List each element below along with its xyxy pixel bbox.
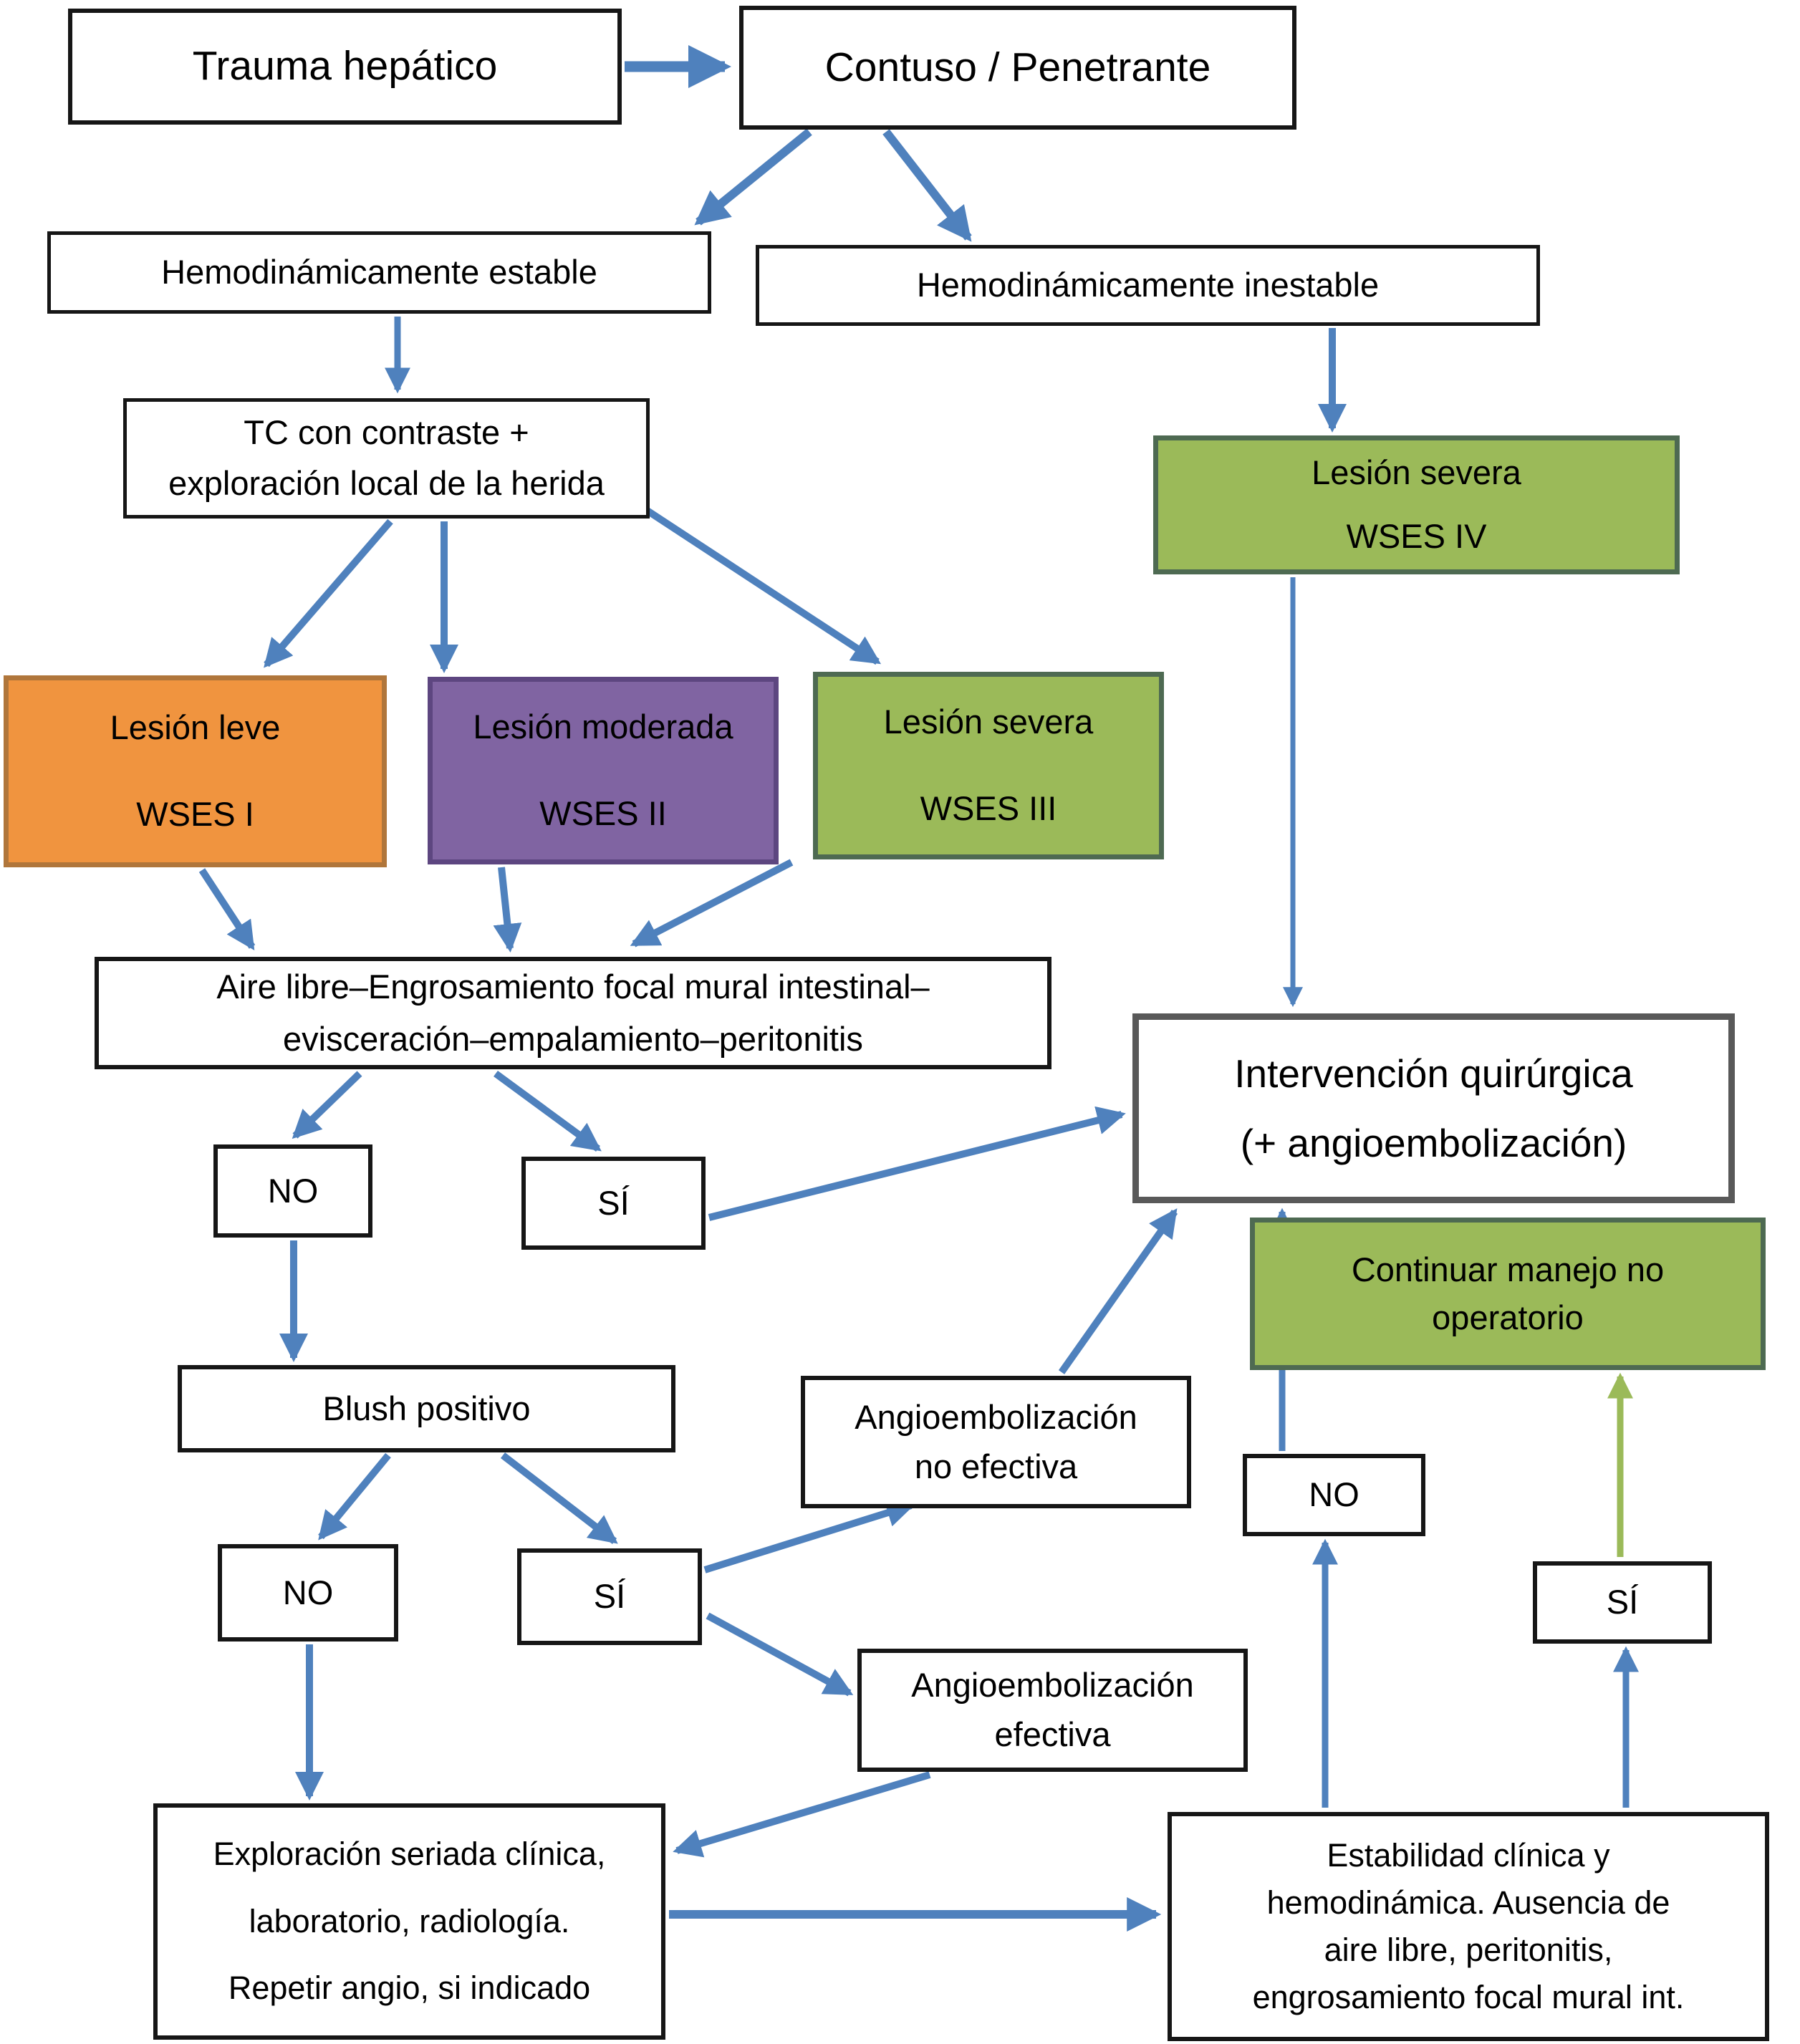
node-angioembolizacion-efectiva: Angioembolización efectiva	[857, 1649, 1248, 1772]
arrow-tc-to-wses3	[635, 501, 882, 665]
arrow-si1-to-cirugia	[708, 1106, 1126, 1221]
node-label: Aire libre–Engrosamiento focal mural int…	[216, 967, 930, 1006]
node-label: Intervención quirúrgica	[1234, 1051, 1633, 1096]
arrow-si2-to-angio-no	[703, 1499, 915, 1573]
arrow-angio-si-to-exploracion	[673, 1771, 931, 1858]
arrow-contuso-to-estable	[694, 128, 812, 226]
node-label: Contuso / Penetrante	[824, 44, 1211, 90]
node-label: SÍ	[597, 1183, 630, 1222]
node-tc-con-contraste: TC con contraste + exploración local de …	[123, 398, 650, 519]
arrow-wses2-to-airelibre	[493, 867, 522, 953]
node-label: TC con contraste +	[244, 413, 529, 452]
node-label: operatorio	[1432, 1298, 1584, 1336]
node-trauma-hepatico: Trauma hepático	[68, 9, 622, 125]
node-label: Hemodinámicamente estable	[161, 253, 597, 291]
node-label: Lesión severa	[1312, 453, 1521, 492]
node-hemodinamicamente-inestable: Hemodinámicamente inestable	[756, 245, 1540, 326]
node-label: Lesión severa	[883, 703, 1094, 741]
node-label: engrosamiento focal mural int.	[1252, 1979, 1685, 2016]
node-label: efectiva	[994, 1715, 1111, 1753]
node-label: Continuar manejo no	[1351, 1250, 1665, 1288]
node-continuar-manejo-no-operatorio: Continuar manejo no operatorio	[1250, 1218, 1766, 1370]
arrow-angio-no-to-cirugia	[1058, 1208, 1178, 1374]
node-label: laboratorio, radiología.	[249, 1902, 570, 1939]
node-label: WSES I	[136, 795, 254, 833]
node-label: SÍ	[1606, 1583, 1639, 1621]
node-label: Exploración seriada clínica,	[213, 1836, 606, 1873]
arrow-airelibre-to-si1	[494, 1070, 602, 1152]
node-label: SÍ	[593, 1577, 626, 1616]
node-label: Lesión moderada	[473, 708, 733, 746]
node-estabilidad-clinica: Estabilidad clínica y hemodinámica. Ause…	[1168, 1812, 1769, 2041]
node-lesion-leve-wses-1: Lesión leve WSES I	[4, 675, 387, 867]
node-si-criterios: SÍ	[521, 1157, 706, 1250]
arrow-airelibre-to-no1	[292, 1071, 362, 1139]
node-label: NO	[282, 1573, 334, 1611]
node-label: WSES IV	[1346, 517, 1487, 555]
node-no-criterios: NO	[213, 1144, 372, 1238]
node-angioembolizacion-no-efectiva: Angioembolización no efectiva	[801, 1376, 1191, 1508]
node-label: NO	[1309, 1475, 1359, 1514]
arrow-blush-to-si2	[500, 1452, 618, 1544]
node-label: hemodinámica. Ausencia de	[1266, 1884, 1670, 1921]
node-no-blush: NO	[218, 1544, 398, 1642]
node-label: Estabilidad clínica y	[1327, 1836, 1610, 1874]
node-si-estabilidad: SÍ	[1533, 1561, 1712, 1644]
arrow-blush-to-no2	[318, 1452, 391, 1541]
node-label: aire libre, peritonitis,	[1324, 1932, 1613, 1968]
arrow-contuso-to-inestable	[882, 129, 972, 242]
node-blush-positivo: Blush positivo	[178, 1365, 675, 1452]
node-contuso-penetrante: Contuso / Penetrante	[739, 6, 1296, 130]
node-no-estabilidad: NO	[1243, 1454, 1425, 1536]
arrow-tc-to-wses1	[264, 519, 393, 668]
node-label: exploración local de la herida	[168, 464, 605, 502]
node-label: WSES II	[539, 794, 667, 832]
node-label: WSES III	[920, 789, 1057, 827]
node-label: Angioembolización	[855, 1397, 1137, 1436]
node-label: no efectiva	[914, 1447, 1078, 1485]
node-label: Trauma hepático	[192, 43, 498, 90]
node-si-blush: SÍ	[517, 1548, 702, 1645]
node-lesion-severa-wses-4: Lesión severa WSES IV	[1153, 435, 1680, 574]
node-lesion-severa-wses-3: Lesión severa WSES III	[813, 672, 1164, 859]
node-label: Hemodinámicamente inestable	[916, 266, 1380, 304]
arrow-si2-to-angio-si	[706, 1612, 854, 1697]
node-label: Lesión leve	[110, 708, 281, 747]
node-label: (+ angioembolización)	[1240, 1120, 1627, 1165]
node-aire-libre-criterios: Aire libre–Engrosamiento focal mural int…	[95, 957, 1051, 1069]
node-label: Repetir angio, si indicado	[228, 1970, 591, 2007]
node-label: NO	[267, 1171, 319, 1210]
node-label: Angioembolización	[911, 1666, 1194, 1705]
node-label: evisceración–empalamiento–peritonitis	[283, 1019, 863, 1058]
node-intervencion-quirurgica: Intervención quirúrgica (+ angioemboliza…	[1132, 1013, 1735, 1203]
node-exploracion-seriada: Exploración seriada clínica, laboratorio…	[153, 1803, 665, 2040]
arrow-wses1-to-airelibre	[198, 868, 256, 951]
node-lesion-moderada-wses-2: Lesión moderada WSES II	[428, 677, 779, 864]
arrow-wses3-to-airelibre	[630, 859, 794, 948]
node-label: Blush positivo	[322, 1389, 531, 1427]
node-hemodinamicamente-estable: Hemodinámicamente estable	[47, 231, 711, 314]
